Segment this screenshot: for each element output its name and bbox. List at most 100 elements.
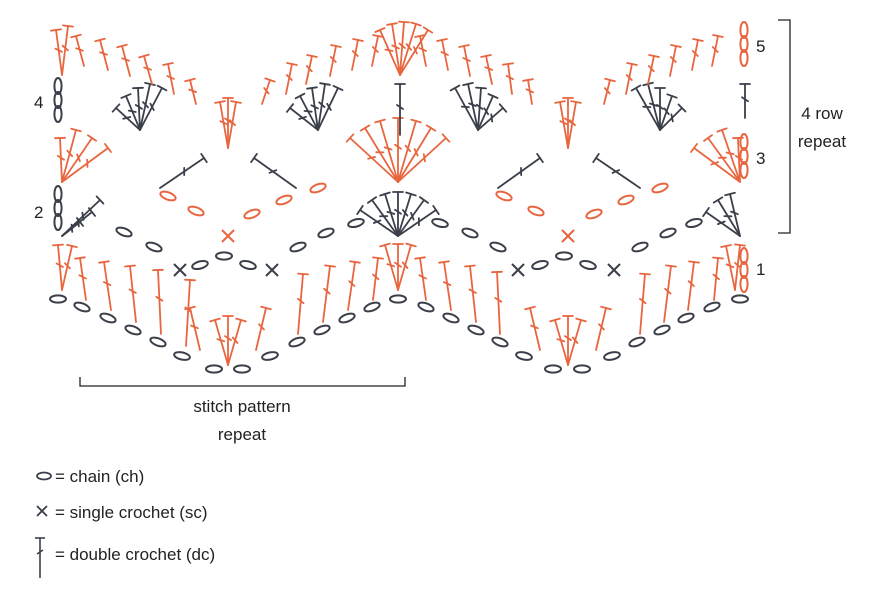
chain-stitch — [431, 217, 449, 229]
chain-stitch — [739, 49, 749, 67]
chain-stitch — [288, 336, 306, 348]
row-repeat-label-line2: repeat — [798, 132, 846, 151]
dc-stitch — [475, 86, 487, 131]
chain-stitch — [573, 364, 591, 374]
dc-stitch — [222, 315, 234, 366]
dc-stitch — [209, 317, 229, 366]
dc-stitch — [120, 93, 141, 131]
dc-stitch — [162, 62, 175, 95]
dc-stitch — [61, 243, 78, 291]
stitch-repeat-label-line1: stitch pattern — [193, 397, 290, 416]
dc-stitch — [554, 100, 569, 149]
dc-stitch — [132, 86, 144, 131]
stitch-layer — [49, 20, 751, 374]
chain-stitch — [739, 147, 749, 165]
dc-stitch — [159, 152, 208, 189]
dc-stitch — [397, 204, 440, 237]
dc-stitch — [52, 243, 64, 291]
dc-stitch — [372, 256, 384, 301]
dc-stitch — [562, 315, 574, 366]
dc-stitch — [603, 77, 616, 105]
chain-stitch — [53, 213, 63, 231]
chain-stitch — [338, 312, 356, 324]
dc-stitch — [54, 136, 66, 183]
dc-stitch — [625, 62, 638, 95]
dc-stitch — [690, 143, 741, 183]
dc-stitch — [414, 34, 427, 67]
dc-stitch — [50, 28, 63, 76]
dc-stitch — [285, 62, 298, 95]
dc-stitch — [734, 243, 746, 291]
row-repeat-label-line1: 4 row — [801, 104, 843, 123]
dc-stitch — [458, 44, 471, 77]
dc-stitch — [371, 34, 384, 67]
row-number-1: 1 — [756, 260, 765, 279]
chain-stitch — [703, 301, 721, 313]
dc-stitch — [392, 191, 404, 237]
sc-stitch — [607, 263, 621, 277]
chain-stitch — [527, 205, 545, 217]
chain-stitch — [585, 208, 603, 220]
dc-stitch — [414, 256, 427, 301]
dc-stitch — [329, 44, 342, 77]
dc-stitch — [61, 24, 74, 76]
chain-stitch — [389, 294, 407, 304]
dc-stitch — [356, 204, 399, 237]
sc-stitch — [265, 263, 279, 277]
dc-stitch — [659, 93, 678, 131]
chain-stitch — [467, 324, 485, 336]
chain-stitch — [739, 21, 749, 39]
chain-stitch — [309, 182, 327, 194]
chain-stitch — [617, 194, 635, 206]
dc-stitch — [711, 34, 724, 67]
dc-stitch — [116, 43, 131, 77]
dc-stitch — [497, 152, 544, 189]
dc-stitch — [524, 305, 541, 351]
dc-stitch — [502, 62, 514, 95]
dc-stitch — [61, 143, 112, 183]
dc-stitch — [94, 37, 109, 71]
sc-stitch — [511, 263, 525, 277]
chain-stitch — [53, 199, 63, 217]
dc-stitch — [222, 97, 234, 149]
chain-stitch — [544, 364, 562, 374]
dc-stitch — [712, 256, 724, 301]
chain-stitch — [739, 35, 749, 53]
chain-stitch — [124, 324, 142, 336]
chain-stitch — [313, 324, 331, 336]
chain-stitch — [49, 294, 67, 304]
dc-stitch — [397, 196, 430, 237]
chain-icon — [36, 471, 52, 481]
chain-stitch — [145, 241, 163, 253]
dc-stitch — [306, 86, 319, 131]
dc-stitch — [477, 103, 508, 131]
chain-stitch — [739, 133, 749, 151]
dc-stitch — [322, 264, 336, 323]
dc-stitch — [317, 82, 331, 131]
chain-stitch — [317, 227, 335, 239]
sc-stitch — [221, 229, 235, 243]
chain-stitch — [187, 205, 205, 217]
dc-stitch — [392, 243, 404, 291]
dc-stitch — [462, 82, 479, 131]
chain-stitch — [53, 185, 63, 203]
chain-stitch — [53, 91, 63, 109]
dc-stitch — [138, 53, 153, 85]
dc-stitch — [639, 272, 651, 335]
legend-dc-label: = double crochet (dc) — [55, 545, 215, 564]
dc-stitch — [567, 317, 587, 366]
row-repeat-bracket — [778, 19, 791, 234]
chain-stitch — [677, 312, 695, 324]
dc-stitch — [184, 305, 201, 351]
chain-stitch — [651, 182, 669, 194]
chain-stitch — [515, 351, 533, 361]
dc-stitch — [739, 83, 751, 119]
chain-stitch — [631, 241, 649, 253]
dc-stitch — [397, 191, 417, 237]
chain-stitch — [603, 351, 621, 361]
legend-sc-label: = single crochet (sc) — [55, 503, 208, 522]
dc-stitch — [669, 44, 682, 77]
dc-stitch — [720, 244, 736, 291]
chain-stitch — [115, 226, 133, 238]
dc-stitch — [139, 84, 168, 131]
